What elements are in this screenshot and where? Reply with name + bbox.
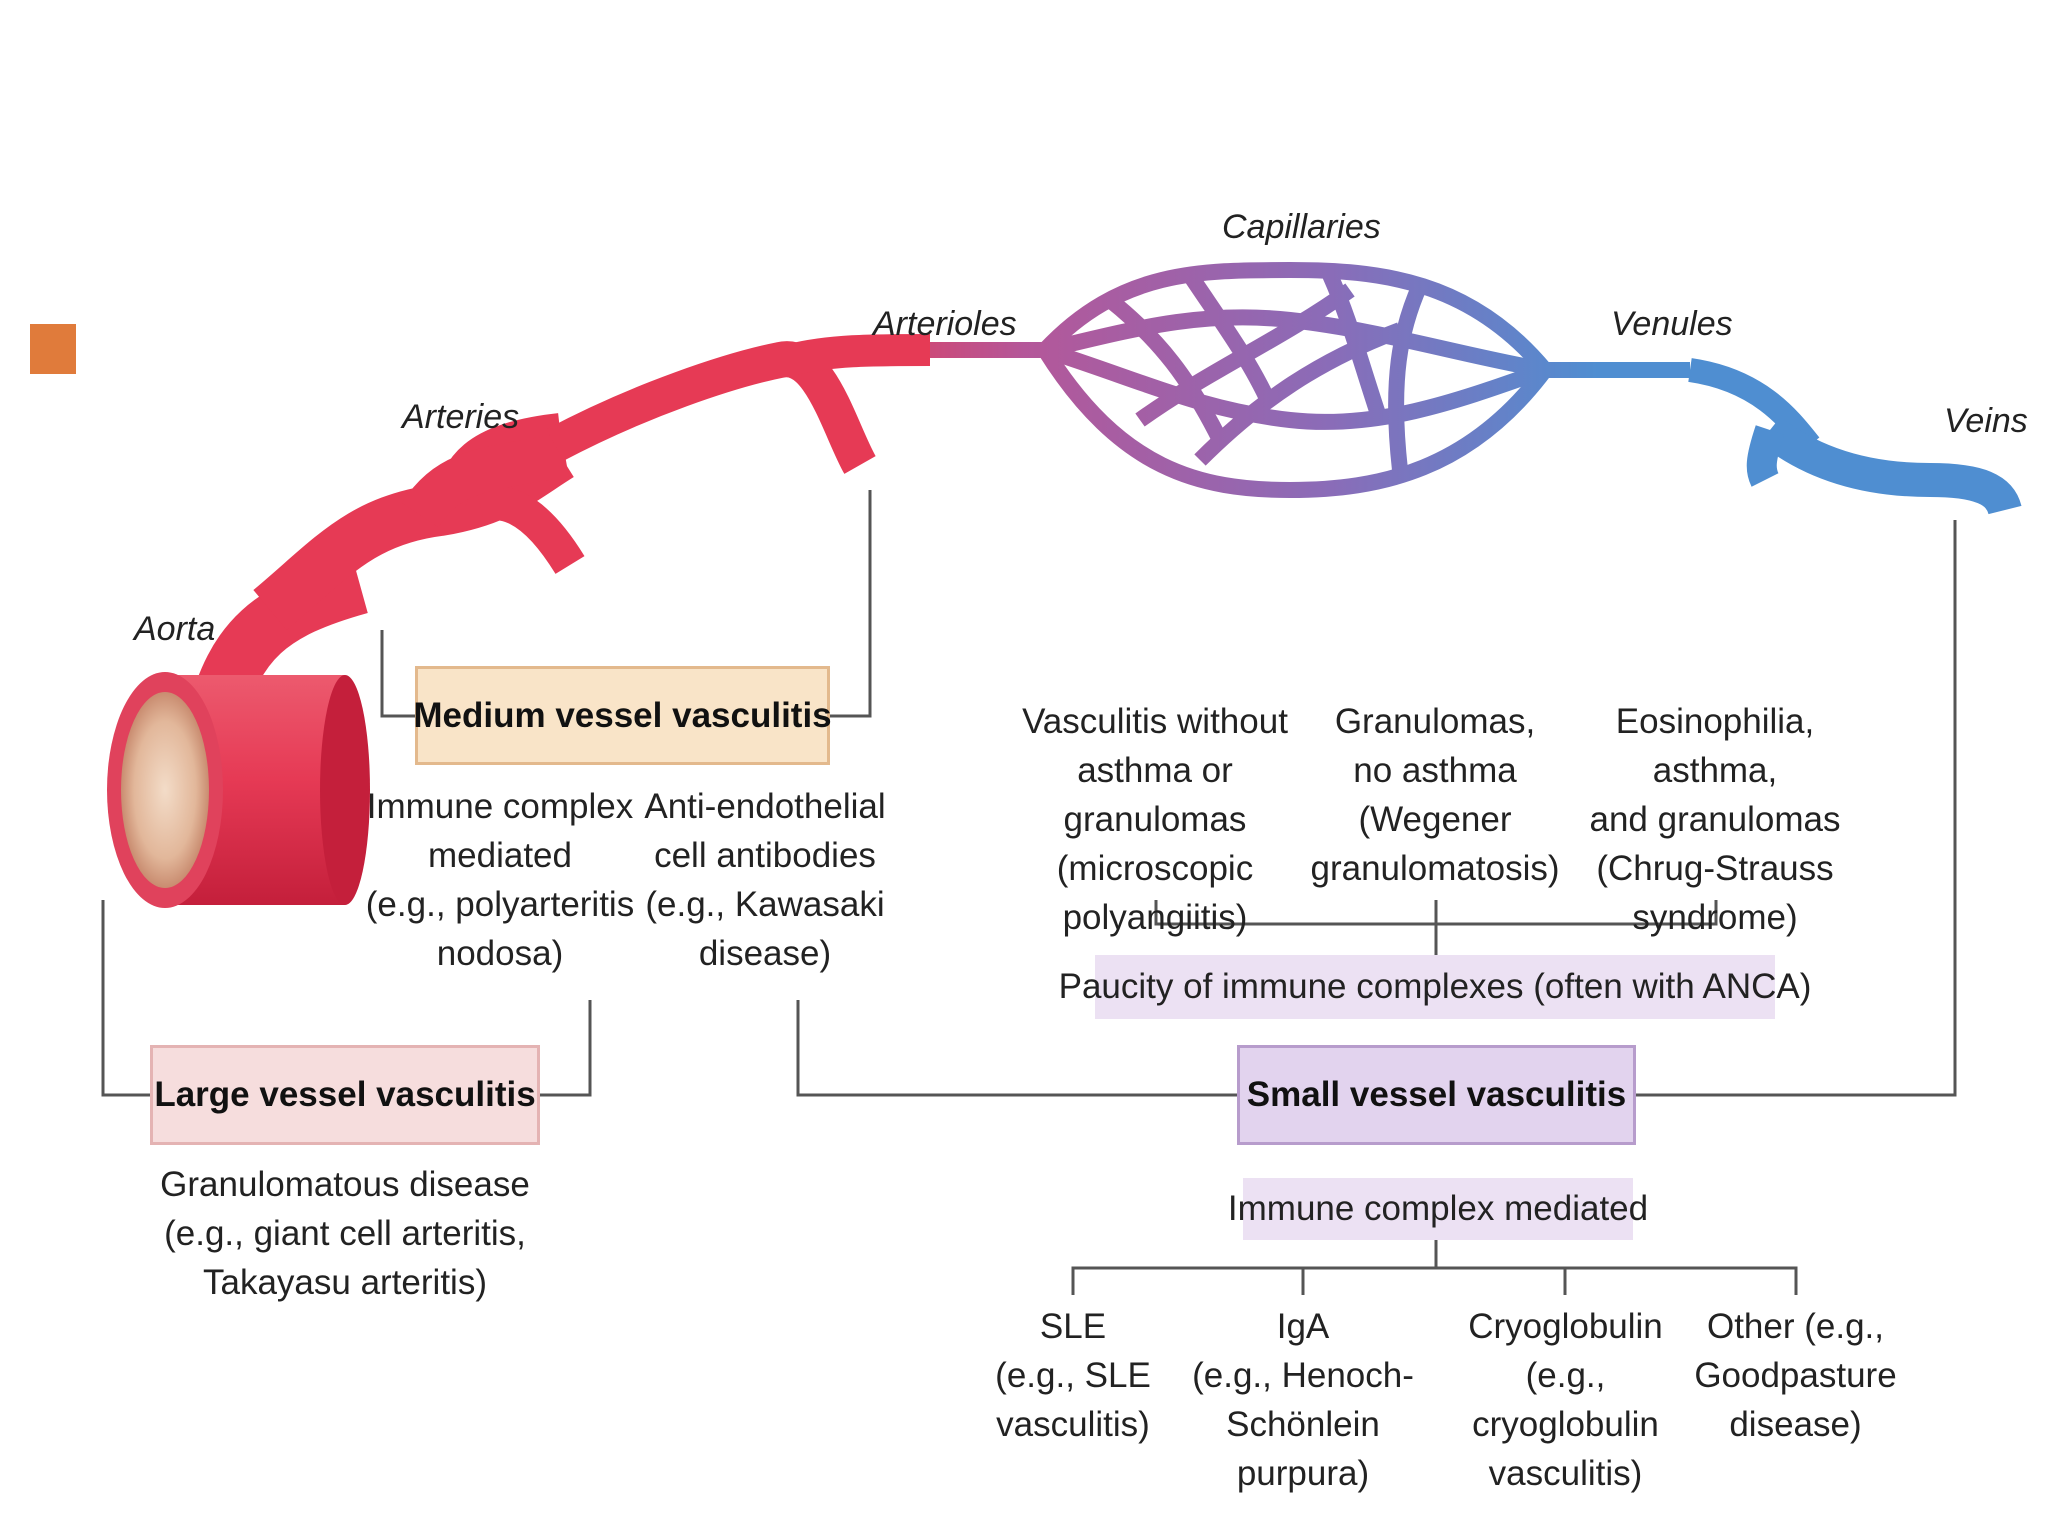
medium-vessel-box: Medium vessel vasculitis — [413, 666, 832, 765]
arterial-tree — [186, 334, 931, 728]
small-other-text: Other (e.g., Goodpasture disease) — [1694, 1307, 1897, 1444]
small-iga-text: IgA (e.g., Henoch- Schönlein purpura) — [1192, 1307, 1414, 1493]
small-cryoglobulin-text: Cryoglobulin (e.g., cryoglobulin vasculi… — [1468, 1307, 1663, 1493]
aorta-tube — [107, 672, 370, 908]
small-without-asthma-text: Vasculitis without asthma or granulomas … — [1022, 702, 1288, 937]
medium-anti-endothelial-text: Anti-endothelial cell antibodies (e.g., … — [644, 787, 886, 973]
small-sle-text: SLE (e.g., SLE vasculitis) — [995, 1307, 1151, 1444]
capillary-bed — [930, 261, 1690, 499]
paucity-immune-complexes-tag: Paucity of immune complexes (often with … — [1059, 955, 1811, 1019]
connector-lines — [101, 490, 1957, 1295]
immune-complex-mediated-tag: Immune complex mediated — [1228, 1178, 1648, 1240]
vessel-label-arterioles: Arterioles — [873, 305, 1017, 343]
immune-bracket — [1071, 1238, 1798, 1295]
medium-immune-complex-text: Immune complex mediated (e.g., polyarter… — [365, 787, 635, 973]
small-eosinophilia-text: Eosinophilia, asthma, and granulomas (Ch… — [1589, 702, 1841, 937]
large-vessel-bracket — [101, 900, 592, 1097]
paucity-bracket — [1154, 900, 1718, 955]
large-vessel-description: Granulomatous disease (e.g., giant cell … — [160, 1165, 530, 1302]
vessel-label-veins: Veins — [1944, 402, 2028, 440]
vessel-label-aorta: Aorta — [134, 610, 216, 648]
small-vessel-box: Small vessel vasculitis — [1237, 1045, 1636, 1145]
small-vessel-connector — [796, 520, 1957, 1097]
slide-bullet — [30, 324, 76, 374]
large-vessel-box: Large vessel vasculitis — [150, 1045, 540, 1145]
vessel-label-capillaries: Capillaries — [1222, 208, 1381, 246]
vessel-label-arteries: Arteries — [402, 398, 520, 436]
vessel-label-venules: Venules — [1611, 305, 1733, 343]
venous-tree — [1688, 358, 2022, 516]
small-granulomas-text: Granulomas, no asthma (Wegener granuloma… — [1310, 702, 1560, 888]
medium-vessel-bracket — [380, 490, 872, 718]
